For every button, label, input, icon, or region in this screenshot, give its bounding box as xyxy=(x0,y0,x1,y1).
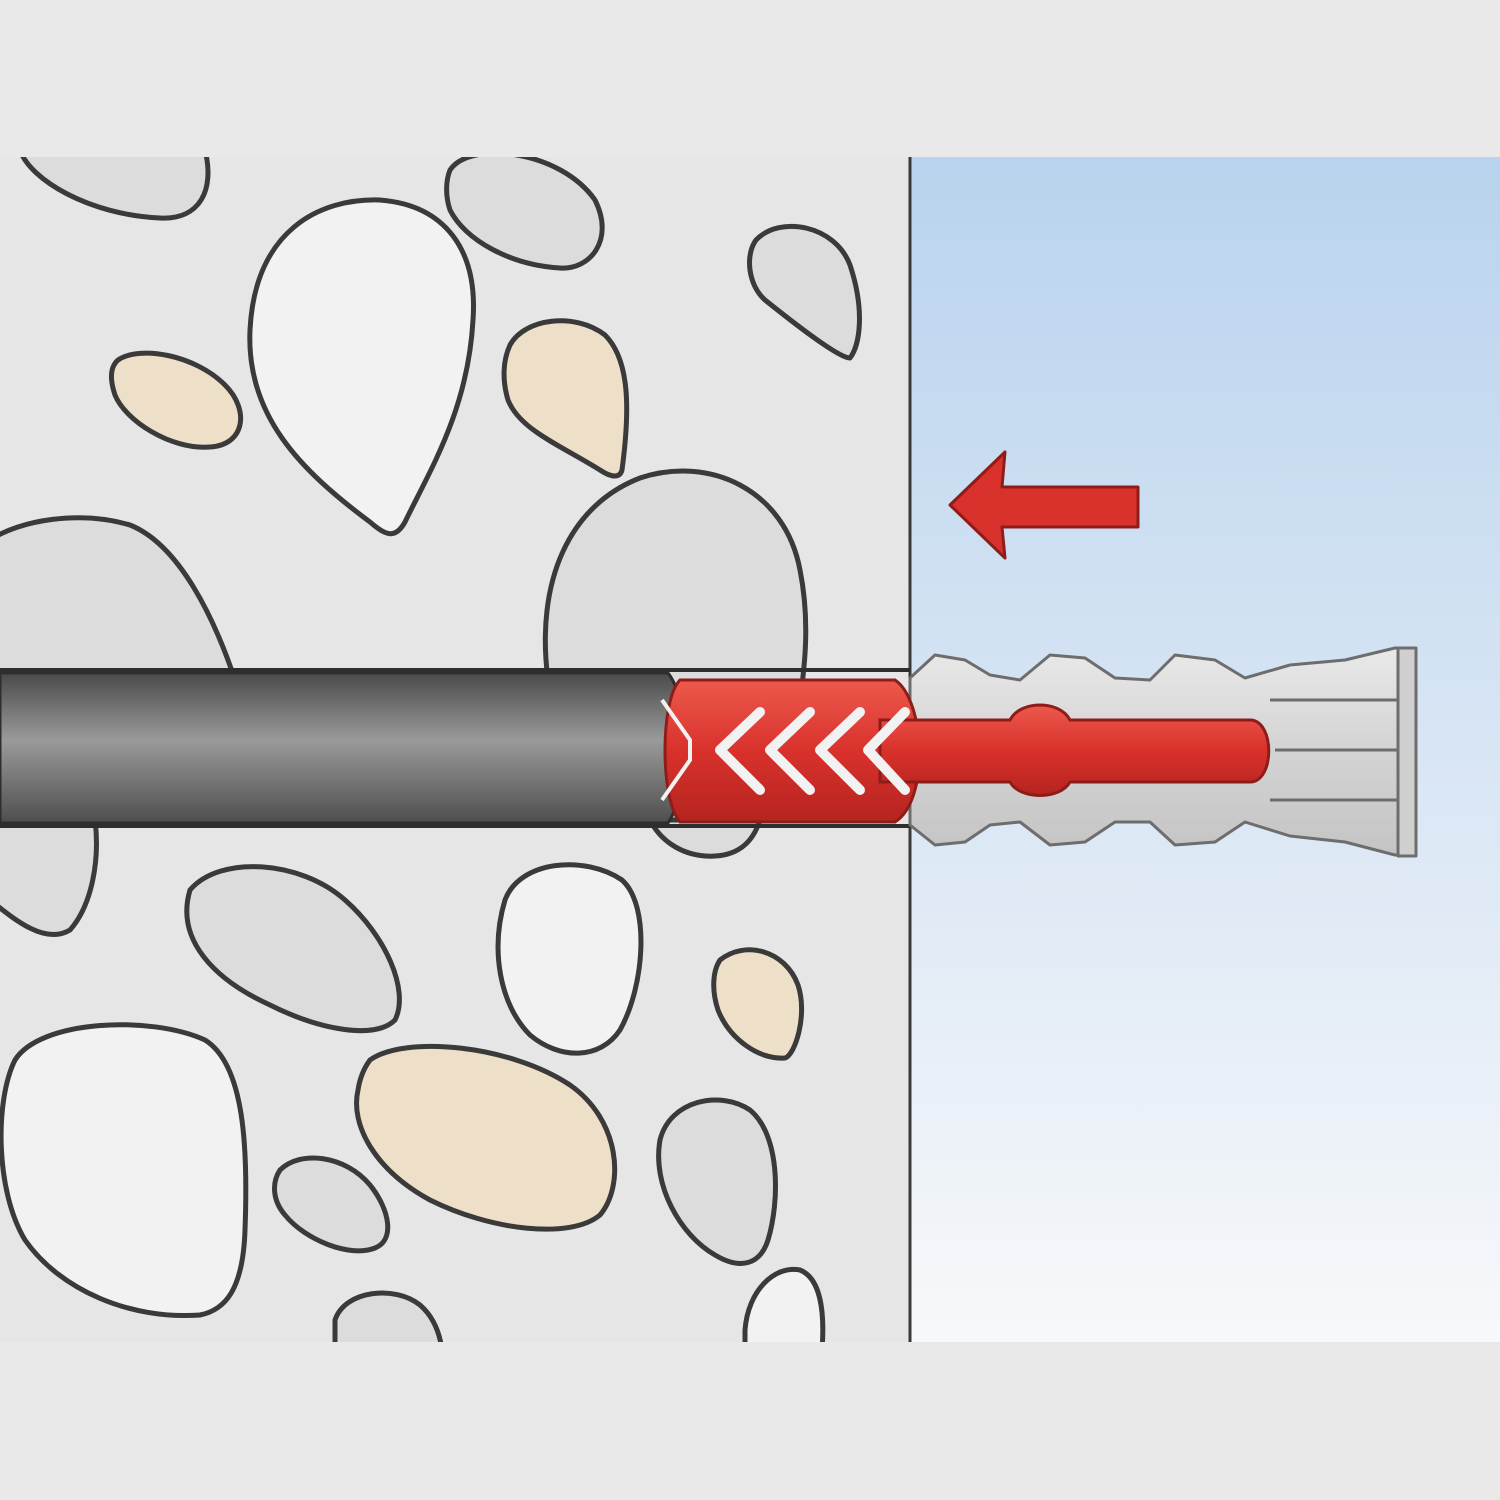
chevron-3 xyxy=(815,707,865,795)
stone-beige-left xyxy=(109,350,243,450)
stone-small-gray-left xyxy=(272,1155,391,1254)
stone-beige-large xyxy=(354,1043,618,1232)
stone-oval-white xyxy=(495,862,644,1056)
stone-beige-small xyxy=(711,947,804,1061)
drill-hole-top-edge xyxy=(0,668,910,672)
chevron-2 xyxy=(765,707,815,795)
chevron-1 xyxy=(715,707,765,795)
stone-left-edge xyxy=(0,515,238,683)
red-insert-spine xyxy=(878,703,1271,797)
stone-top-left xyxy=(20,157,211,221)
chevron-arrows xyxy=(715,707,910,795)
gray-plug-collar xyxy=(1396,646,1418,858)
stone-large-white xyxy=(247,197,476,537)
arrow-left-icon xyxy=(948,450,1140,560)
stone-below-drill-mid xyxy=(647,817,763,859)
drill-bit xyxy=(0,671,686,825)
red-insert xyxy=(660,678,1271,824)
stone-beige-mid xyxy=(501,318,630,479)
stone-large-gray xyxy=(542,468,809,703)
stone-below-drill-left xyxy=(0,817,99,937)
stone-mid-gray xyxy=(184,864,402,1034)
red-insert-notch xyxy=(660,698,692,802)
chevron-4 xyxy=(863,707,910,795)
drill-hole-bottom-edge xyxy=(0,824,910,828)
stone-bottom-mid xyxy=(332,1290,444,1342)
aggregate-stones xyxy=(0,157,862,1342)
stone-bottom-left-white xyxy=(0,1022,249,1319)
stone-gray-right xyxy=(656,1097,778,1266)
stone-teardrop-right xyxy=(747,223,862,361)
stone-bottom-right xyxy=(742,1266,826,1342)
drill-hole xyxy=(0,668,910,828)
stone-top-mid xyxy=(444,157,605,271)
